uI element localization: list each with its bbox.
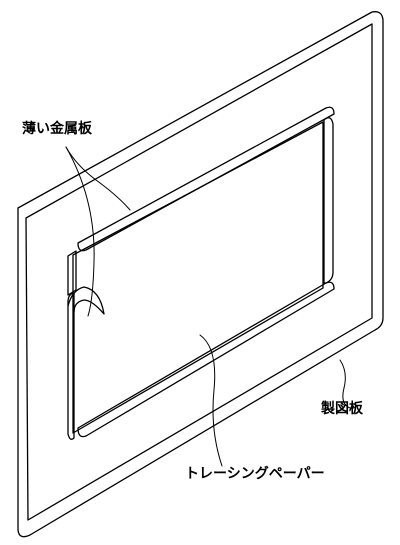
- metal-plate-top: [77, 106, 335, 252]
- metal-plate-bottom: [77, 281, 335, 438]
- metal-plate-right: [323, 117, 334, 284]
- metal-plate-left: [67, 292, 75, 440]
- label-tracing-paper: トレーシングペーパー: [185, 466, 325, 482]
- leader-drawing-board: [339, 359, 351, 409]
- leader-metal-plate-top: [65, 146, 131, 211]
- thin-metal-plates: [67, 106, 335, 440]
- leader-tracing-paper: [199, 334, 223, 467]
- leader-lines: [65, 146, 351, 467]
- label-drawing-board: 製図板: [321, 401, 363, 417]
- label-thin-metal-plate: 薄い金属板: [22, 121, 92, 137]
- drawing-board: [17, 11, 384, 538]
- tracing-paper: [72, 121, 324, 434]
- leader-metal-plate-left: [65, 146, 95, 317]
